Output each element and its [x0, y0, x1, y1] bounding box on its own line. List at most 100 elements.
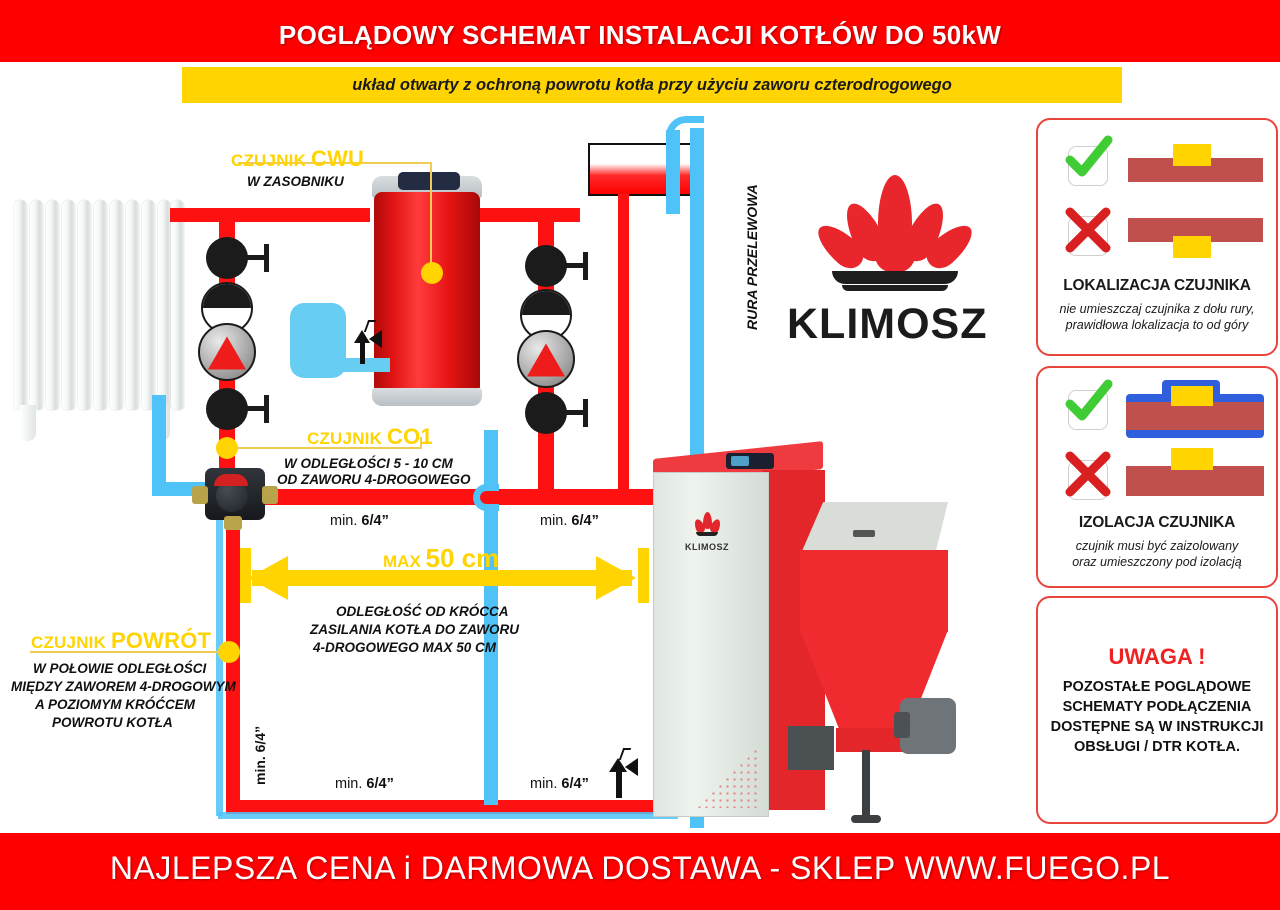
insulation-good-checkbox — [1068, 390, 1108, 430]
valve-port-bottom — [224, 516, 242, 530]
cwu-tank-control-panel — [398, 172, 460, 190]
valve-stem-icon-4 — [566, 410, 588, 415]
sensor-lead-co1-vert — [420, 437, 422, 449]
sensor-label-co1-name: CO1 — [387, 424, 433, 449]
sensor-desc-cwu: W ZASOBNIKU — [247, 174, 344, 189]
valve-stem-icon — [247, 255, 269, 260]
notice-body-1: POZOSTAŁE POGLĄDOWE — [1062, 679, 1252, 695]
pipe-size-bottom-left: min. 6/4” — [335, 776, 394, 792]
hopper-support-leg — [862, 750, 870, 820]
insulation-bad-checkbox — [1068, 460, 1108, 500]
insulation-bad-pipe — [1126, 466, 1264, 496]
panel-insulation-body-2: oraz umieszczony pod izolacją — [1072, 555, 1242, 569]
notice-body-2: SCHEMATY PODŁĄCZENIA — [1062, 699, 1252, 715]
radiator — [14, 200, 184, 410]
valve-actuator-indicator — [214, 474, 248, 486]
pipe-size-bottom-right: min. 6/4” — [530, 776, 589, 792]
valve-handle-icon — [264, 244, 269, 272]
pipe-size-vertical-left: min. 6/4” — [252, 725, 268, 785]
max-distance-label: MAX 50 cm — [383, 543, 499, 574]
fuel-hopper-body — [800, 550, 948, 632]
sensor-label-co1: CZUJNIK CO1 — [307, 424, 433, 450]
fuel-hopper-handle — [853, 530, 875, 537]
open-expansion-vessel — [588, 143, 698, 196]
sensor-desc-powrot-3: A POZIOMYM KRÓĆCEM — [35, 697, 195, 712]
open-vessel-downpipe — [618, 194, 629, 494]
sensor-lead-cwu-vert — [430, 186, 432, 268]
sensor-label-cwu-name: CWU — [311, 146, 365, 171]
valve-port-left — [192, 486, 208, 504]
shutoff-valve-icon — [206, 237, 248, 279]
sensor-lead-co1 — [237, 447, 422, 449]
panel-location-title: LOKALIZACJA CZUJNIKA — [1063, 277, 1251, 294]
sensor-label-powrot-name: POWRÓT — [111, 628, 212, 653]
valve-handle-icon-4 — [583, 399, 588, 427]
return-pipe-bottom-blue — [218, 812, 678, 819]
valve-stem-icon-2 — [247, 406, 269, 411]
notice-body-3: DOSTĘPNE SĄ W INSTRUKCJI — [1050, 719, 1264, 735]
check-icon-2 — [1060, 378, 1116, 428]
max-distance-desc-2: ZASILANIA KOTŁA DO ZAWORU — [310, 622, 519, 637]
max-distance-arrow-line — [252, 570, 632, 586]
sensor-lead-cwu-corner — [430, 162, 432, 188]
max-distance-prefix: MAX — [383, 552, 426, 571]
max-distance-desc-3: 4-DROGOWEGO MAX 50 CM — [313, 640, 497, 655]
max-distance-arrow-left — [248, 556, 288, 600]
sensor-desc-powrot-4: POWROTU KOTŁA — [52, 715, 173, 730]
overflow-pipe-left-leg — [666, 130, 680, 214]
boiler-ash-box — [788, 726, 834, 770]
insulation-good-pipe — [1126, 402, 1264, 430]
sensor-dot-co1 — [216, 437, 238, 459]
boiler-unit: KLIMOSZ — [648, 441, 978, 830]
max-distance-value: 50 cm — [425, 543, 500, 573]
check-icon — [1060, 134, 1116, 184]
sensor-lead-powrot — [30, 651, 220, 653]
boiler-brand-flame-icon — [692, 512, 723, 540]
expansion-vessel-pipe — [340, 358, 390, 372]
hopper-support-foot — [851, 815, 881, 823]
panel-sensor-location: LOKALIZACJA CZUJNIKA nie umieszczaj czuj… — [1036, 118, 1278, 356]
pipe-size-top-right: min. 6/4” — [540, 513, 599, 529]
return-pipe-radiator-vertical — [152, 395, 166, 495]
check-valve-icon — [201, 282, 253, 334]
sensor-desc-powrot-1: W POŁOWIE ODLEGŁOŚCI — [33, 661, 207, 676]
panel-sensor-insulation: IZOLACJA CZUJNIKA czujnik musi być zaizo… — [1036, 366, 1278, 588]
fuel-hopper-lid — [800, 502, 948, 554]
header-banner — [0, 0, 1280, 62]
valve-handle-icon-2 — [264, 395, 269, 423]
location-bad-checkbox — [1068, 216, 1108, 256]
panel-insulation-body-1: czujnik musi być zaizolowany — [1075, 539, 1239, 553]
sensor-dot-powrot — [218, 641, 240, 663]
max-distance-endcap-left — [240, 548, 251, 603]
expansion-vessel — [290, 303, 346, 378]
sensor-lead-cwu-horiz — [238, 162, 432, 164]
cwu-tank-body — [374, 192, 480, 394]
shutoff-valve-icon-3 — [525, 245, 567, 287]
max-distance-arrow-right — [596, 556, 636, 600]
page-title: POGLĄDOWY SCHEMAT INSTALACJI KOTŁÓW DO 5… — [278, 20, 1002, 50]
panel-location-body-2: prawidłowa lokalizacja to od góry — [1065, 318, 1249, 332]
footer-banner — [0, 833, 1280, 910]
cwu-tank-base — [372, 388, 482, 406]
page-subtitle: układ otwarty z ochroną powrotu kotła pr… — [352, 76, 952, 94]
valve-handle-icon-3 — [583, 252, 588, 280]
return-bypass-bridge — [473, 484, 499, 511]
return-bypass-pipe — [484, 430, 498, 490]
valve-stem-icon-3 — [566, 263, 588, 268]
cross-icon — [1060, 204, 1116, 254]
sensor-dot-cwu — [421, 262, 443, 284]
sensor-label-co1-prefix: CZUJNIK — [307, 429, 387, 448]
panel-insulation-title: IZOLACJA CZUJNIKA — [1078, 514, 1236, 531]
pipe-size-top-left: min. min. 6/4”6/4” — [330, 513, 389, 529]
safety-valve-icon-2 — [608, 748, 638, 798]
return-pipe-bottom-main — [226, 800, 676, 814]
max-distance-desc-1: ODLEGŁOŚĆ OD KRÓCCA — [336, 604, 509, 619]
boiler-brand-label: KLIMOSZ — [685, 542, 729, 552]
klimosz-logo — [810, 175, 980, 305]
location-good-checkbox — [1068, 146, 1108, 186]
klimosz-wordmark: KLIMOSZ — [787, 300, 988, 348]
sensor-label-powrot: CZUJNIK POWRÓT — [31, 628, 211, 654]
shutoff-valve-icon-2 — [206, 388, 248, 430]
feeder-motor-shaft — [894, 712, 910, 738]
overflow-pipe-label: RURA PRZELEWOWA — [744, 184, 760, 330]
